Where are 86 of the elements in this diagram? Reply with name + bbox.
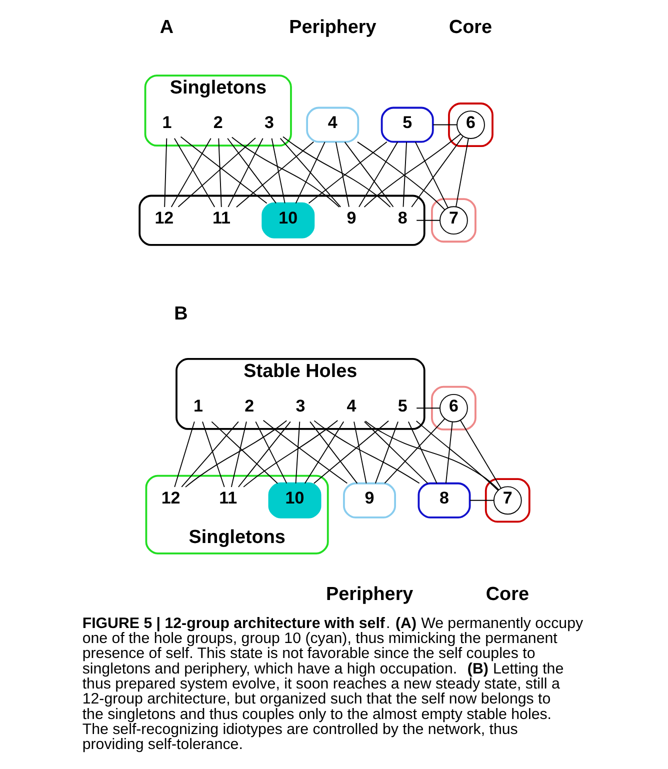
- cluster: [430, 386, 476, 430]
- connector: [242, 420, 338, 488]
- connector: [309, 421, 358, 484]
- node-text: 9: [346, 208, 356, 228]
- connector: [416, 408, 440, 409]
- connector: [262, 420, 348, 484]
- connector: [270, 138, 285, 204]
- node-circle: 6: [456, 110, 484, 139]
- connector: [363, 421, 428, 484]
- node-text: 11: [212, 208, 230, 228]
- node-text: 2: [244, 396, 254, 416]
- connector: [344, 142, 394, 208]
- connector: [469, 500, 494, 501]
- connector: [374, 421, 398, 484]
- connector: [304, 421, 344, 484]
- connector: [356, 141, 445, 210]
- node-text: 5: [397, 396, 407, 416]
- cluster: [448, 102, 493, 148]
- node-text: 1: [193, 396, 202, 416]
- connector: [410, 136, 463, 208]
- connector: [227, 138, 263, 208]
- node-box: 10: [268, 482, 321, 518]
- connector: [407, 421, 437, 484]
- connector: [226, 138, 276, 204]
- node-box: 10: [261, 202, 314, 238]
- connector: [184, 420, 287, 488]
- connector: [294, 421, 300, 484]
- connector: [416, 220, 440, 221]
- connector: [313, 420, 420, 484]
- label: A: [159, 17, 174, 38]
- node-circle: 7: [492, 486, 522, 515]
- label: Periphery: [325, 584, 413, 605]
- label: Core: [448, 17, 492, 38]
- label: Periphery: [288, 17, 376, 38]
- connector: [308, 141, 387, 204]
- node-text: 11: [218, 488, 237, 508]
- connector: [180, 421, 238, 488]
- node-box: 8: [417, 482, 470, 518]
- label: B: [174, 304, 188, 325]
- node-circle: 7: [439, 206, 468, 235]
- connector: [177, 138, 256, 208]
- node-text: 1: [162, 113, 172, 132]
- node-box: 5: [380, 106, 434, 143]
- connector: [364, 420, 499, 490]
- cluster: [138, 194, 425, 246]
- connector: [353, 421, 366, 484]
- connector: [230, 421, 246, 488]
- label: Core: [485, 584, 528, 605]
- connector: [444, 422, 452, 484]
- caption: FIGURE 5 | 12-group architecture with self. (A) We permanently occupy one of the hole groups, group 10 (cyan), thus mimicking the permanent presence of self. This state is not favorable since the self couples to singletons and periphery, which have a high occupation. (B) Letting the thus prepared system evolve, it soon reaches a new steady state, still a 12-group architecture, but organized such that the self now belongs to the singletons and thus couples only to the almost empty stable holes. The self-recognizing idiotypes are controlled by the network, thus providing self-tolerance.: [82, 614, 583, 754]
- connector: [202, 421, 224, 488]
- connector: [164, 138, 167, 208]
- connector: [358, 142, 398, 208]
- connector: [363, 134, 460, 208]
- node-circle: 6: [439, 394, 468, 422]
- cluster: [430, 198, 476, 243]
- connector: [282, 136, 390, 208]
- cluster: [484, 478, 530, 523]
- connector: [432, 124, 457, 126]
- connector: [254, 421, 287, 484]
- node-box: 9: [342, 482, 396, 518]
- connector: [414, 142, 448, 208]
- node-text: 12: [160, 488, 180, 508]
- node-text: 3: [264, 113, 274, 132]
- connector: [415, 420, 498, 491]
- connector: [384, 418, 445, 484]
- node-text: 4: [346, 396, 356, 416]
- connector: [218, 138, 222, 208]
- connector: [279, 138, 341, 208]
- node-text: 2: [212, 113, 222, 132]
- connector: [312, 420, 388, 484]
- connector: [210, 421, 278, 484]
- connector: [235, 141, 314, 208]
- connector: [334, 142, 349, 208]
- node-text: 3: [295, 396, 305, 416]
- connector: [402, 142, 406, 208]
- connector: [294, 142, 325, 204]
- node-text: 12: [154, 208, 174, 228]
- connector: [174, 421, 194, 488]
- node-text: 8: [397, 208, 407, 228]
- node-box: 4: [306, 106, 359, 143]
- connector: [230, 136, 340, 208]
- connector: [180, 136, 267, 204]
- connector: [237, 421, 290, 488]
- connector: [459, 420, 501, 489]
- connector: [455, 138, 468, 208]
